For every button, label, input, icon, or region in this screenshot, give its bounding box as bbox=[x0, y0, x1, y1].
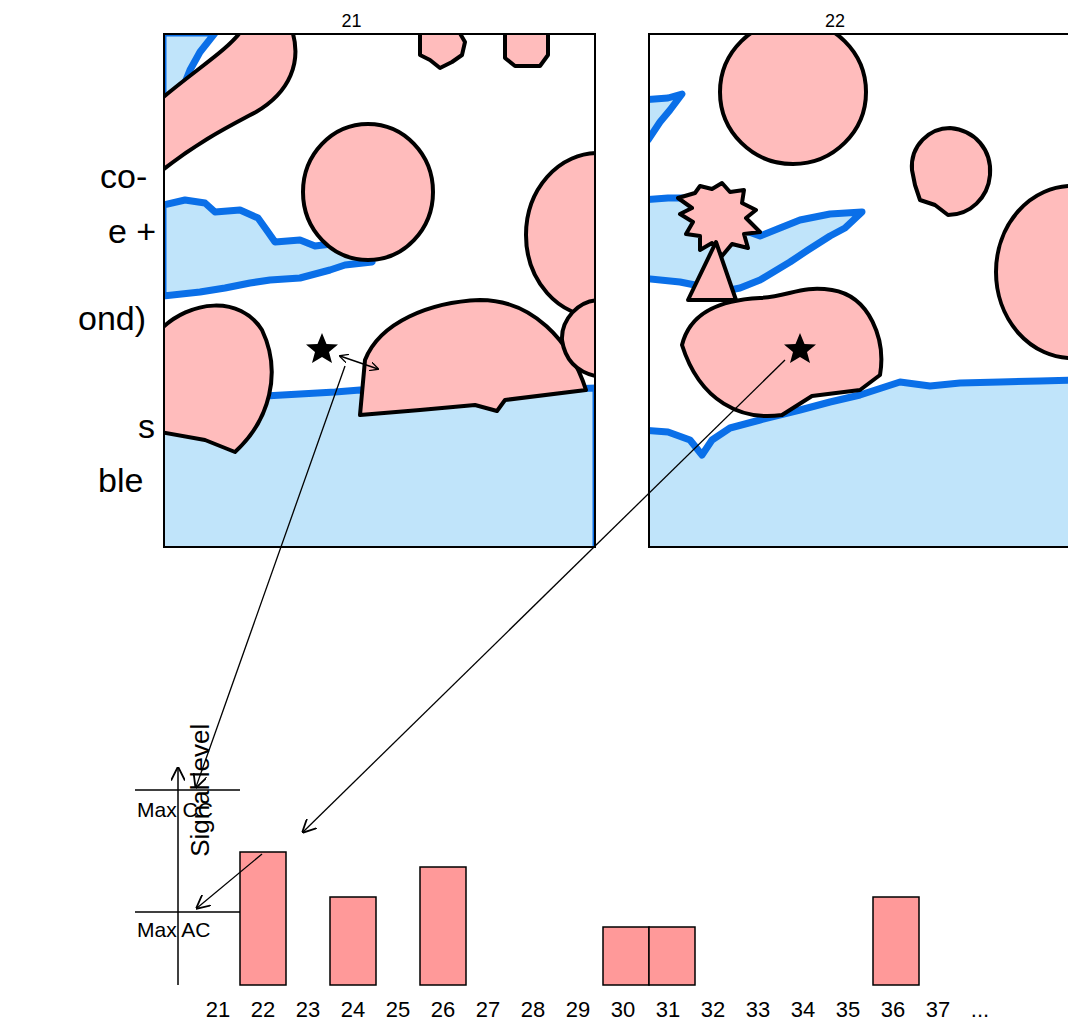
axis-tick: 34 bbox=[791, 998, 815, 1022]
axis-tick: 32 bbox=[701, 998, 725, 1022]
level-label: Max AC bbox=[137, 918, 211, 941]
frame-panel: 21 bbox=[163, 33, 596, 548]
level-label: Max CC bbox=[137, 798, 213, 821]
bar-chart bbox=[135, 768, 919, 985]
axis-tick: 29 bbox=[566, 998, 590, 1022]
text-fragment: s bbox=[138, 408, 155, 445]
axis-tick: 22 bbox=[251, 998, 275, 1022]
axis-tick: 21 bbox=[206, 998, 230, 1022]
frame-panel: 22 bbox=[648, 33, 1068, 548]
axis-tick: 31 bbox=[656, 998, 680, 1022]
axis-tick: 23 bbox=[296, 998, 320, 1022]
axis-tick: 28 bbox=[521, 998, 545, 1022]
axis-tick: 27 bbox=[476, 998, 500, 1022]
text-fragment: co- bbox=[100, 158, 147, 195]
axis-tick: 26 bbox=[431, 998, 455, 1022]
leader-lines bbox=[196, 360, 785, 908]
text-fragment: ond) bbox=[78, 300, 146, 337]
axis-tick: ... bbox=[971, 998, 989, 1022]
panel-21-art bbox=[163, 33, 596, 548]
axis-title: Signal level bbox=[186, 724, 215, 857]
axis-tick: 37 bbox=[926, 998, 950, 1022]
panel-title: 21 bbox=[137, 11, 566, 31]
axis-tick: 24 bbox=[341, 998, 365, 1022]
axis-tick: 36 bbox=[881, 998, 905, 1022]
text-fragment: e + bbox=[108, 213, 156, 250]
axis-tick: 25 bbox=[386, 998, 410, 1022]
panel-title: 22 bbox=[622, 11, 1048, 31]
text-fragment: ble bbox=[98, 462, 143, 499]
axis-tick: 33 bbox=[746, 998, 770, 1022]
axis-tick: 30 bbox=[611, 998, 635, 1022]
axis-tick: 35 bbox=[836, 998, 860, 1022]
panel-22-art bbox=[648, 33, 1068, 548]
